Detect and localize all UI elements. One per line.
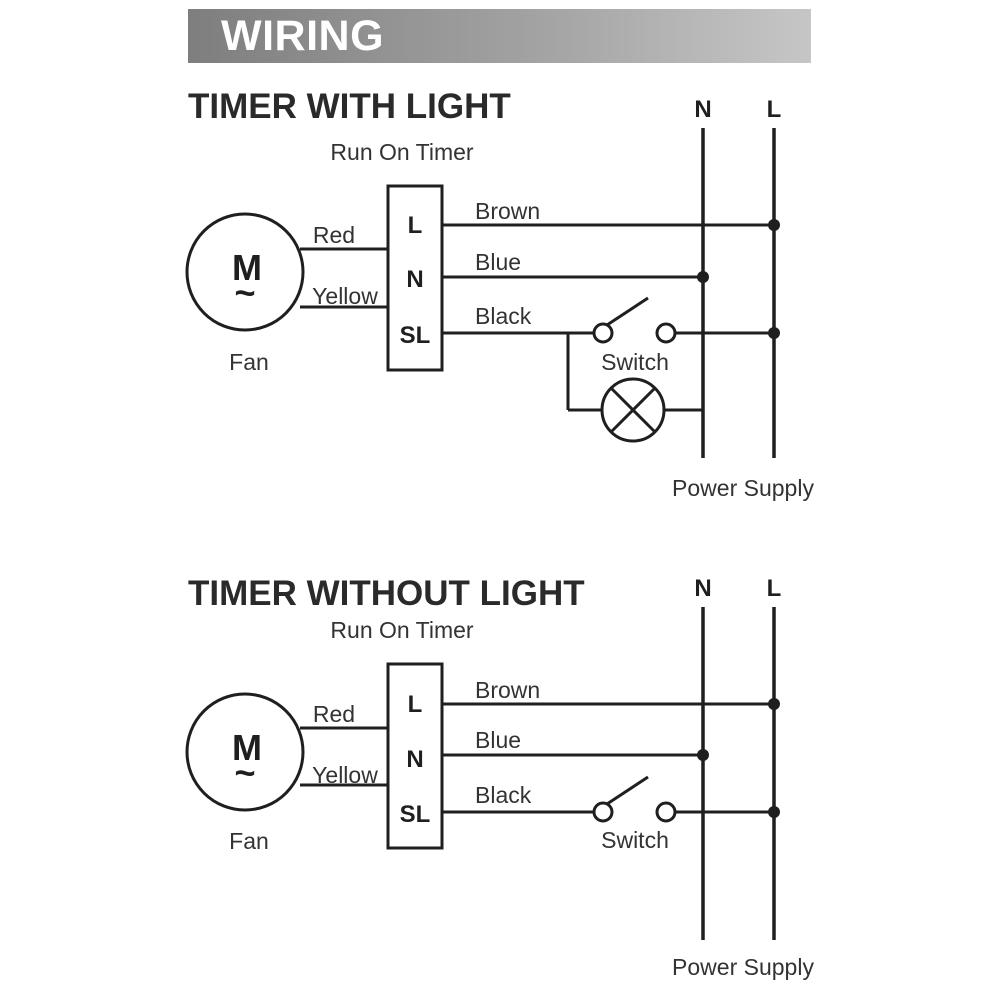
bus-label-l: L [767,96,782,123]
terminal-l: L [408,212,423,239]
terminal-n: N [406,746,423,773]
fan-label: Fan [229,828,269,854]
switch-contact-left [592,801,614,823]
black-wire-label: Black [475,303,532,329]
page-title: WIRING [221,12,385,60]
switch-label: Switch [601,827,669,853]
red-wire-label: Red [313,222,355,248]
junction-dot [768,219,780,231]
yellow-wire-label: Yellow [312,283,378,309]
power-supply-label: Power Supply [672,475,814,501]
switch-label: Switch [601,349,669,375]
red-wire-label: Red [313,701,355,727]
blue-wire-label: Blue [475,727,521,753]
switch-contact-left [592,322,614,344]
bus-label-n: N [694,575,711,602]
brown-wire-label: Brown [475,198,540,224]
bus-label-l: L [767,575,782,602]
diagram-title: TIMER WITHOUT LIGHT [188,574,585,613]
terminal-n: N [406,266,423,293]
motor-ac-symbol: ~ [234,752,255,793]
diagram-timer-with-light: TIMER WITH LIGHT N L Run On Timer L N SL… [185,87,814,501]
switch-contact-right [655,801,677,823]
blue-wire-label: Blue [475,249,521,275]
fan-motor-icon [185,212,305,332]
power-supply-label: Power Supply [672,954,814,980]
header-bar: WIRING [188,9,811,63]
bus-label-n: N [694,96,711,123]
fan-label: Fan [229,349,269,375]
brown-wire-label: Brown [475,677,540,703]
timer-box [386,662,444,850]
yellow-wire-label: Yellow [312,762,378,788]
switch-lever-icon [606,296,649,327]
motor-ac-symbol: ~ [234,272,255,313]
fan-motor-icon [185,692,305,812]
black-wire-label: Black [475,782,532,808]
switch-contact-right [655,322,677,344]
junction-dot [768,698,780,710]
switch-lever-icon [606,775,649,806]
timer-label: Run On Timer [330,139,473,165]
junction-dot [697,749,709,761]
terminal-sl: SL [400,322,431,349]
terminal-l: L [408,691,423,718]
timer-label: Run On Timer [330,617,473,643]
motor-symbol: M [232,247,262,288]
motor-symbol: M [232,727,262,768]
junction-dot [697,271,709,283]
timer-box [386,184,444,372]
diagram-title: TIMER WITH LIGHT [188,87,511,126]
diagram-timer-without-light: TIMER WITHOUT LIGHT N L Run On Timer L N… [185,574,814,980]
lamp-cross-icon [609,386,657,434]
terminal-sl: SL [400,801,431,828]
